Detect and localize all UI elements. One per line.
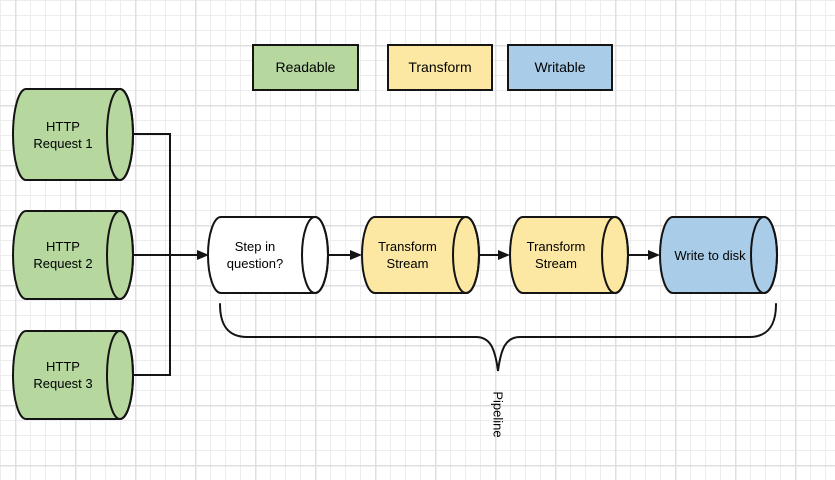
cylinder-transform-stream-1[interactable] <box>361 216 480 294</box>
cylinder-step-in-question[interactable] <box>207 216 329 294</box>
cylinder-cap <box>301 216 329 294</box>
cylinder-write-to-disk[interactable] <box>659 216 778 294</box>
arrow-transform2-to-writer[interactable] <box>628 250 660 260</box>
cylinder-cap <box>750 216 778 294</box>
cylinder-cap <box>452 216 480 294</box>
arrowhead-icon <box>350 250 362 260</box>
cylinder-body[interactable] <box>659 216 778 294</box>
arrowhead-icon <box>648 250 660 260</box>
cylinder-cap <box>106 330 134 420</box>
cylinder-http-request-1[interactable] <box>12 88 134 181</box>
cylinder-cap <box>106 88 134 181</box>
arrow-step-to-transform1[interactable] <box>328 250 362 260</box>
cylinder-body[interactable] <box>12 330 134 420</box>
arrowhead-icon <box>197 250 209 260</box>
arrow-source-to-step[interactable] <box>133 250 209 260</box>
cylinder-cap <box>601 216 629 294</box>
arrowhead-icon <box>498 250 510 260</box>
cylinder-body[interactable] <box>509 216 629 294</box>
cylinder-body[interactable] <box>207 216 329 294</box>
legend-box-readable[interactable] <box>252 44 359 91</box>
cylinder-http-request-2[interactable] <box>12 210 134 300</box>
cylinder-body[interactable] <box>361 216 480 294</box>
pipeline-brace[interactable] <box>219 303 777 372</box>
cylinder-cap <box>106 210 134 300</box>
cylinder-transform-stream-2[interactable] <box>509 216 629 294</box>
arrow-transform1-to-transform2[interactable] <box>479 250 510 260</box>
legend-box-transform[interactable] <box>387 44 493 91</box>
cylinder-http-request-3[interactable] <box>12 330 134 420</box>
cylinder-body[interactable] <box>12 88 134 181</box>
cylinder-body[interactable] <box>12 210 134 300</box>
legend-box-writable[interactable] <box>507 44 613 91</box>
